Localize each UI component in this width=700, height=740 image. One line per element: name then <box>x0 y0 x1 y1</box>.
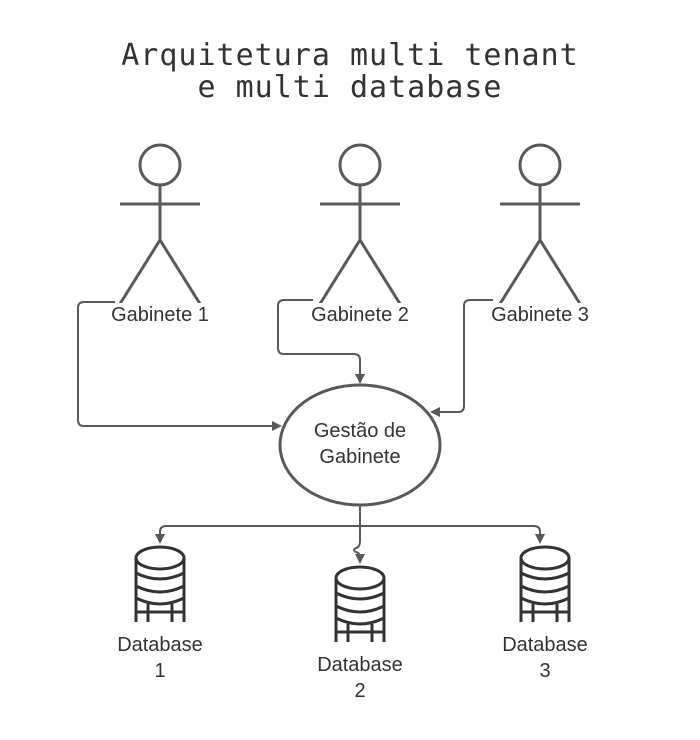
database-label-1-number: 1 <box>154 660 166 682</box>
actor-gabinete-2 <box>316 143 404 308</box>
database-label-2-number: 2 <box>354 680 366 702</box>
database-label-1-name: Database <box>117 634 203 656</box>
actor-head <box>338 143 382 187</box>
hub-label-line-1: Gestão de <box>313 420 407 442</box>
database-label-3-name: Database <box>502 634 588 656</box>
database-label-2-name: Database <box>317 654 403 676</box>
connector-gabinete-2 <box>277 299 365 384</box>
actor-label-gabinete-3: Gabinete 3 <box>480 303 600 327</box>
actor-gabinete-3 <box>496 143 584 308</box>
actor-label-gabinete-1: Gabinete 1 <box>100 303 220 327</box>
actor-gabinete-1 <box>116 143 204 308</box>
database-icon <box>334 565 386 642</box>
actor-head <box>518 143 562 187</box>
actor-head <box>138 143 182 187</box>
hub-label-line-2: Gabinete <box>319 446 401 468</box>
connector-database-1 <box>155 525 360 544</box>
connector-gabinete-1 <box>77 301 282 431</box>
connector-gabinete-3 <box>430 299 493 417</box>
diagram-title-line-2: e multi database <box>197 70 503 105</box>
database-icon <box>134 545 186 622</box>
database-icon <box>519 545 571 622</box>
database-label-3-number: 3 <box>539 660 551 682</box>
connector-database-3 <box>360 525 545 544</box>
actor-label-gabinete-2: Gabinete 2 <box>300 303 420 327</box>
diagram-title-line-1: Arquitetura multi tenant <box>121 38 579 73</box>
connector-database-2 <box>353 526 365 564</box>
